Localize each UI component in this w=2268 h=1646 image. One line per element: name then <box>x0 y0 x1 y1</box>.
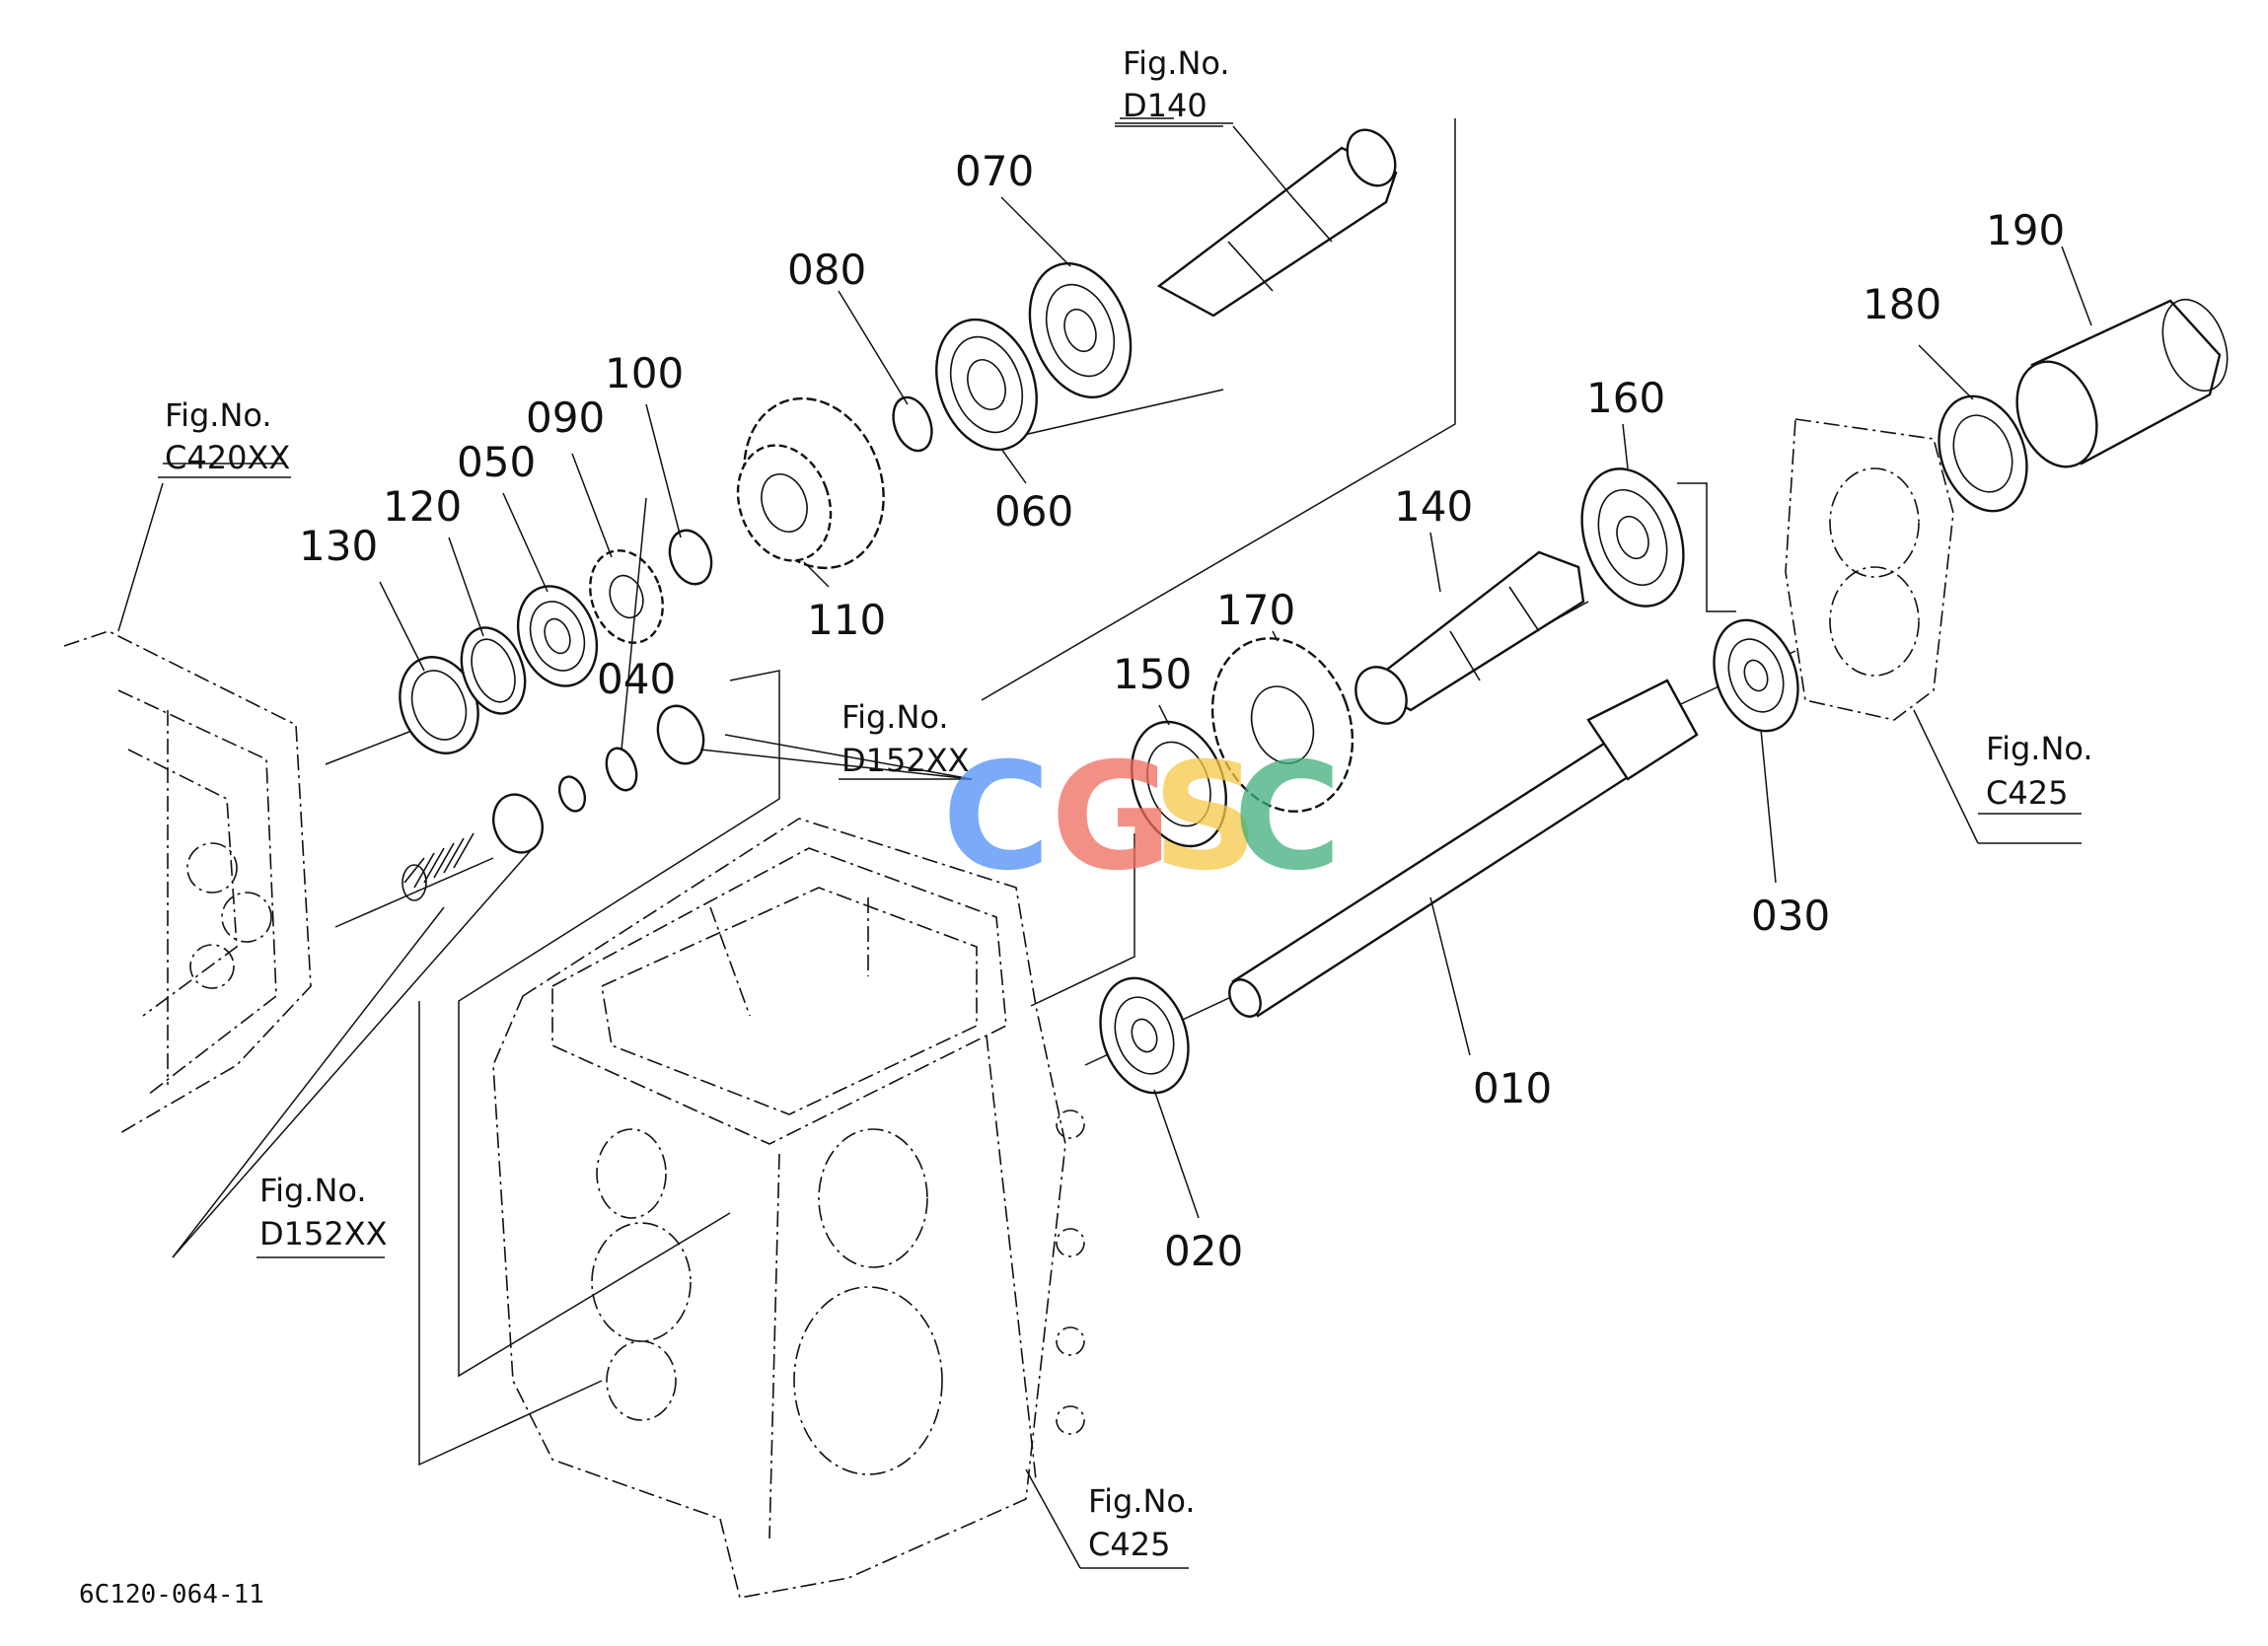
ref-c425-bottom: Fig.No. C425 <box>1088 1482 1196 1563</box>
part-120-shape <box>460 626 527 715</box>
part-label-100: 100 <box>605 349 684 397</box>
svg-text:Fig.No.: Fig.No. <box>1123 44 1230 82</box>
ref-d140: Fig.No. D140 <box>1115 44 1230 127</box>
part-label-150: 150 <box>1113 650 1192 698</box>
svg-text:Fig.No.: Fig.No. <box>1986 730 2093 767</box>
part-label-170: 170 <box>1216 586 1295 634</box>
number-leaders <box>117 117 2092 1569</box>
part-070-shape <box>1028 262 1133 398</box>
svg-text:D152XX: D152XX <box>841 742 970 779</box>
part-140-shape <box>1354 550 1585 725</box>
svg-text:D152XX: D152XX <box>259 1215 388 1252</box>
part-label-070: 070 <box>955 147 1034 195</box>
part-label-010: 010 <box>1473 1064 1552 1112</box>
part-label-020: 020 <box>1164 1227 1243 1275</box>
main-case-outline <box>492 818 1085 1599</box>
part-label-080: 080 <box>787 246 866 294</box>
part-label-050: 050 <box>457 438 536 486</box>
svg-text:Fig.No.: Fig.No. <box>841 698 949 736</box>
part-label-140: 140 <box>1394 482 1473 531</box>
part-label-110: 110 <box>807 596 886 644</box>
ref-c425-right: Fig.No. C425 <box>1978 730 2093 815</box>
ref-c420xx: Fig.No. C420XX <box>158 396 291 478</box>
svg-text:C420XX: C420XX <box>165 439 290 476</box>
part-label-130: 130 <box>299 522 378 570</box>
shaft-d140-shape <box>1156 128 1398 318</box>
part-010-shape <box>1228 679 1699 1018</box>
part-label-160: 160 <box>1586 374 1665 422</box>
svg-text:D140: D140 <box>1123 87 1207 124</box>
left-housing-outline <box>63 630 312 1135</box>
part-label-030: 030 <box>1751 892 1830 940</box>
part-110-shape <box>736 396 885 570</box>
part-040-shape <box>492 704 705 854</box>
part-number-labels: 010 020 030 040 050 060 070 080 090 100 … <box>299 147 2065 1275</box>
part-190-shape <box>2015 298 2229 468</box>
reference-frames <box>418 118 1736 1467</box>
part-180-shape <box>1938 394 2028 513</box>
part-label-090: 090 <box>526 394 605 442</box>
ref-d152xx-mid: Fig.No. D152XX <box>841 698 970 779</box>
part-label-190: 190 <box>1986 206 2065 254</box>
part-080-shape <box>892 395 933 453</box>
part-100-shape <box>668 529 713 586</box>
watermark-logo: C G S C <box>942 732 1342 903</box>
part-060-shape <box>935 318 1038 452</box>
svg-text:C425: C425 <box>1986 774 2068 812</box>
svg-text:C425: C425 <box>1088 1526 1170 1563</box>
part-label-040: 040 <box>597 655 676 703</box>
right-cover-outline <box>1785 418 1954 721</box>
part-020-shape <box>1099 976 1190 1095</box>
drawing-code: 6C120-064-11 <box>79 1580 264 1610</box>
part-170-shape <box>1210 637 1354 813</box>
watermark-letter-1: C <box>942 732 1051 903</box>
svg-text:Fig.No.: Fig.No. <box>1088 1482 1196 1520</box>
part-label-180: 180 <box>1863 280 1941 328</box>
figure-references: Fig.No. D140 Fig.No. C420XX Fig.No. D152… <box>158 44 2093 1563</box>
svg-text:Fig.No.: Fig.No. <box>259 1172 367 1209</box>
watermark-letter-3: S <box>1152 732 1259 903</box>
part-050-shape <box>516 585 599 687</box>
part-160-shape <box>1580 467 1685 608</box>
svg-text:Fig.No.: Fig.No. <box>165 396 272 434</box>
watermark-letter-4: C <box>1233 732 1342 903</box>
part-label-060: 060 <box>994 487 1073 536</box>
part-label-120: 120 <box>383 482 462 531</box>
part-150-shape <box>1131 720 1227 848</box>
ref-d152xx-left: Fig.No. D152XX <box>259 1172 388 1252</box>
part-030-shape <box>1713 618 1799 733</box>
watermark-letter-2: G <box>1051 732 1172 903</box>
spring-shape <box>402 832 475 901</box>
